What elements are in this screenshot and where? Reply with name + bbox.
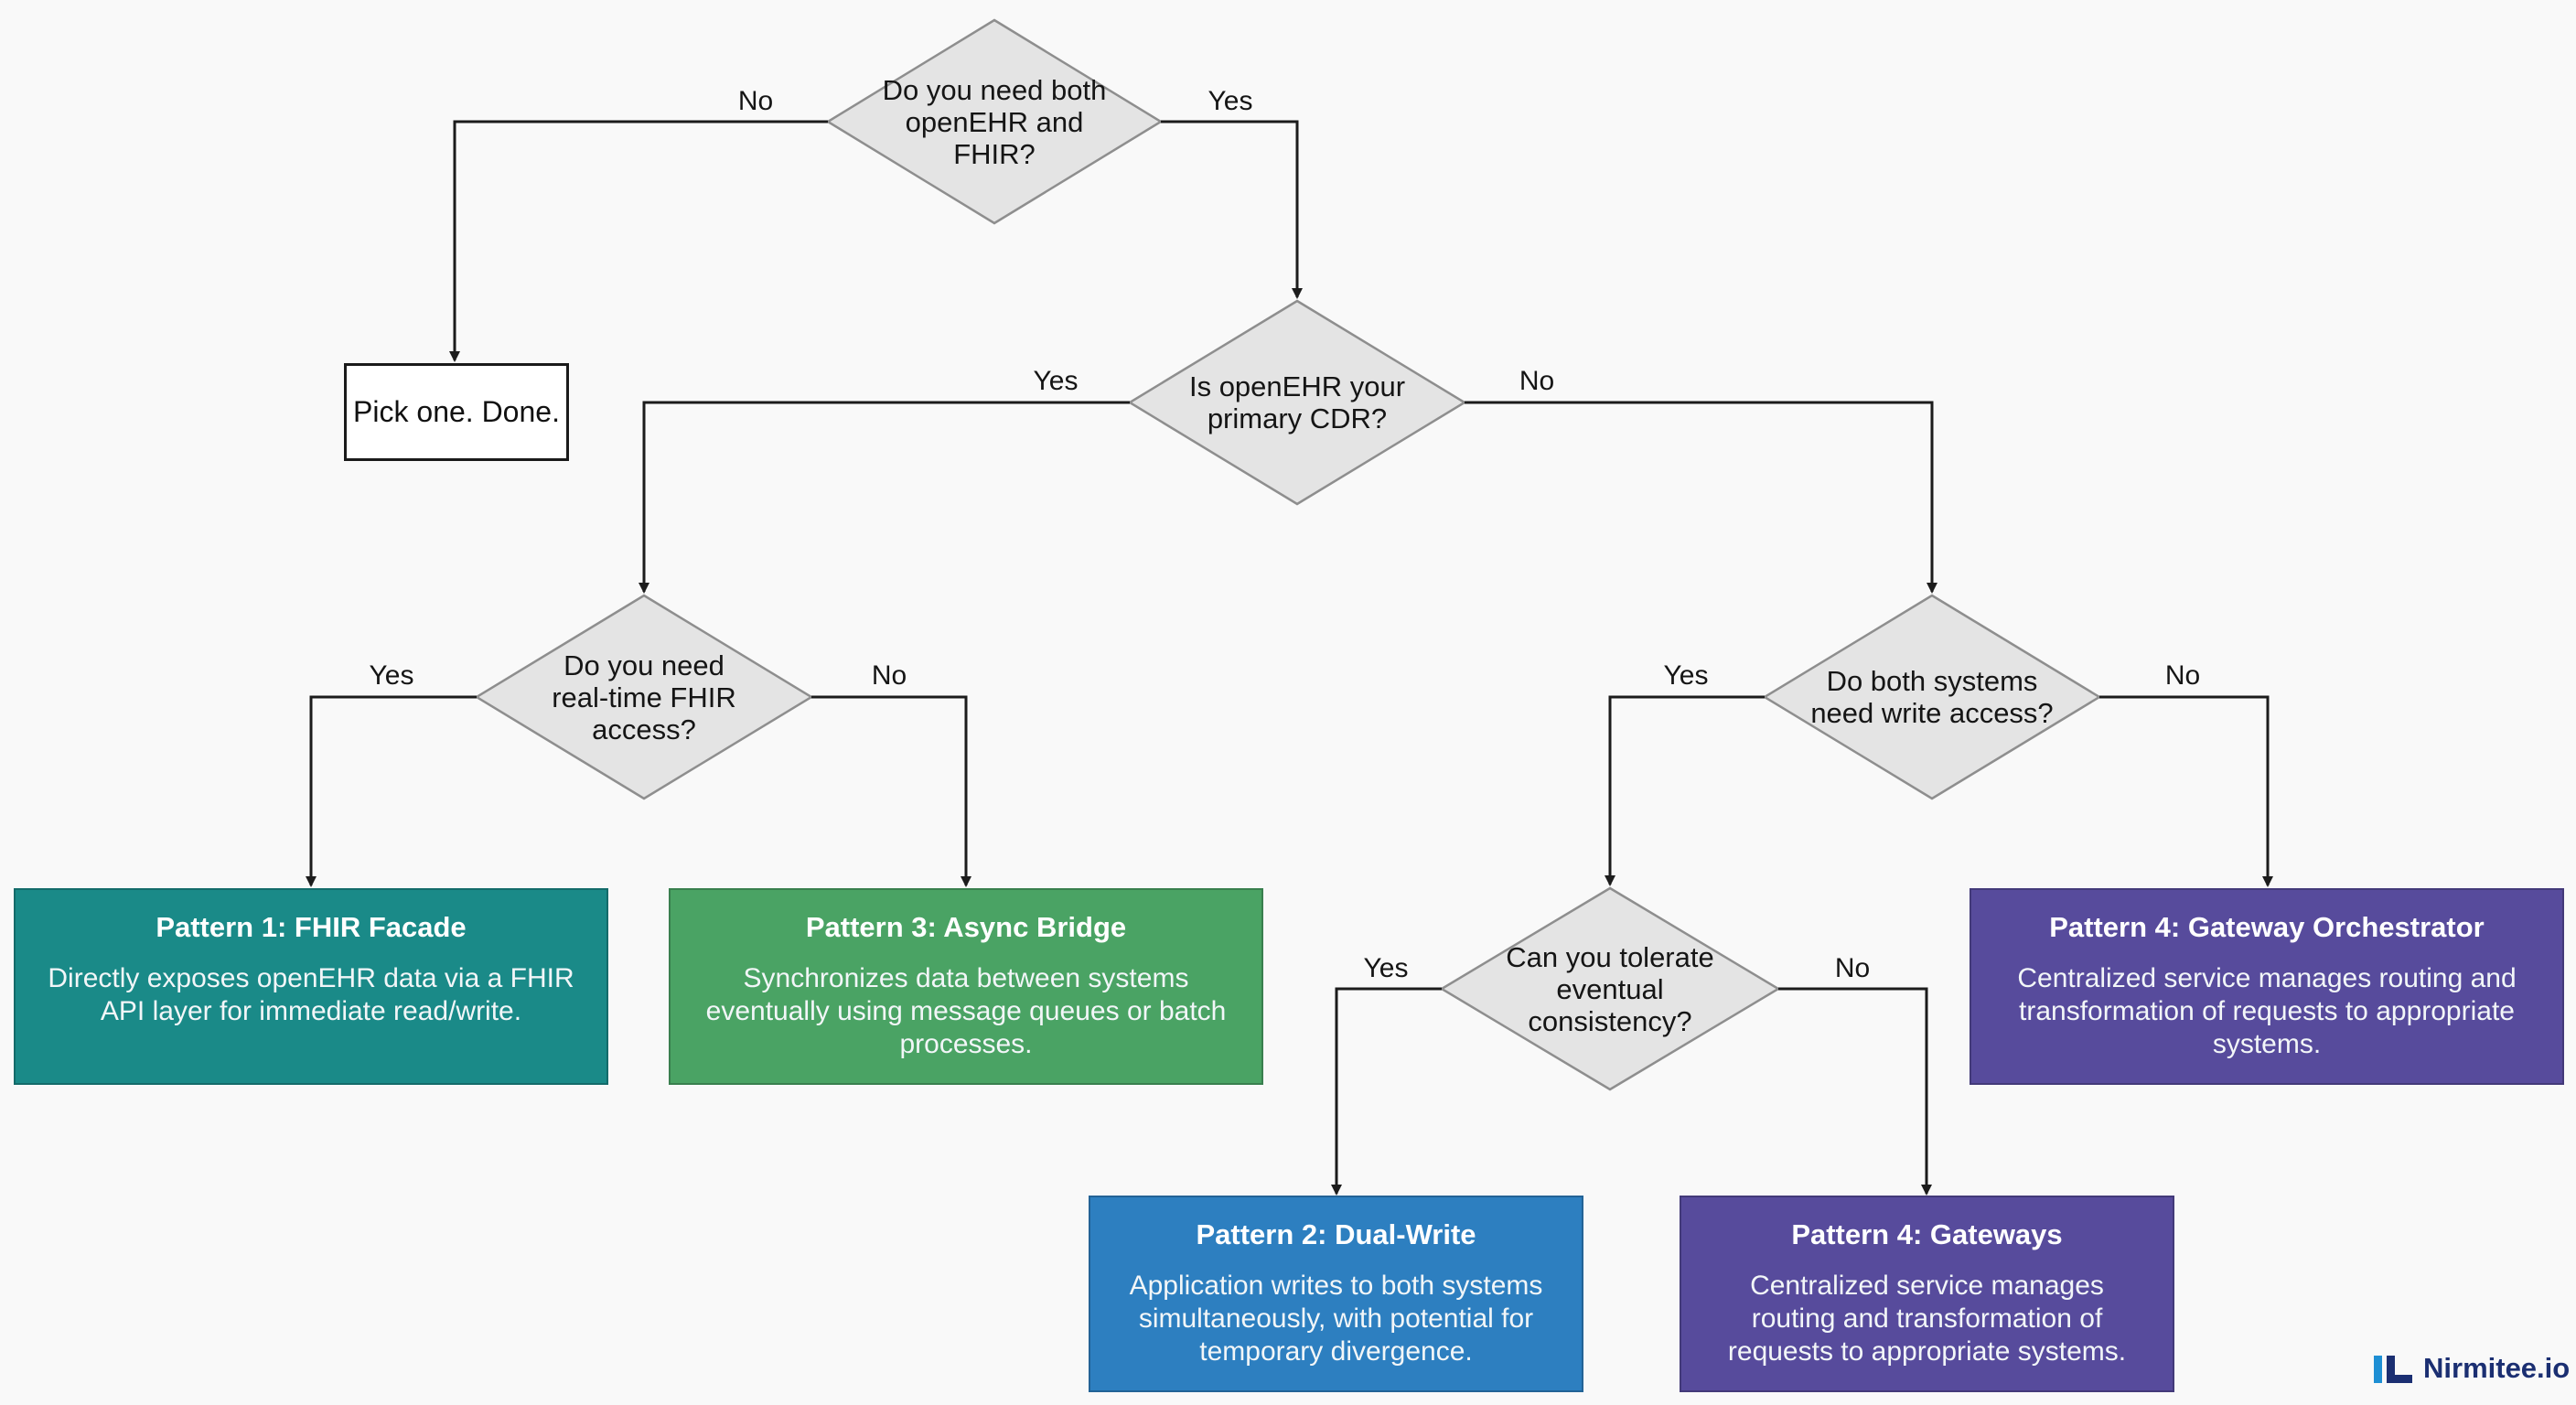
connector-need-both-no (449, 120, 828, 362)
connector-primary-cdr-no (1465, 401, 1937, 594)
edge-label-consistency-yes: Yes (1363, 953, 1409, 983)
connector-realtime-no (811, 695, 971, 887)
pattern-dual-write: Pattern 2: Dual-Write Application writes… (1089, 1196, 1583, 1392)
decision-line: Do you need (564, 649, 724, 681)
decision-line: Is openEHR your (1188, 370, 1406, 402)
decision-primary-cdr-shape (1127, 299, 1467, 506)
decision-realtime-shape (474, 594, 814, 800)
decision-line: real-time FHIR (552, 681, 736, 713)
connector-write-access-no (2099, 695, 2273, 887)
edge-label-need-both-yes: Yes (1208, 86, 1253, 116)
brand-logo: Nirmitee.io (2372, 1352, 2570, 1385)
decision-line: FHIR? (953, 137, 1036, 170)
pattern-title: Pattern 4: Gateways (1791, 1218, 2063, 1250)
pattern-description: Synchronizes data between systems eventu… (705, 963, 1227, 1059)
decision-line: need write access? (1810, 697, 2054, 729)
pattern-fhir-facade: Pattern 1: FHIR Facade Directly exposes … (14, 888, 608, 1085)
decision-line: Can you tolerate (1506, 940, 1714, 973)
edge-label-realtime-no: No (871, 660, 907, 691)
decision-line: eventual (1556, 972, 1664, 1005)
connector-realtime-yes (306, 695, 477, 887)
terminal-label: Pick one. Done. (353, 395, 560, 428)
connector-write-access-yes (1605, 695, 1765, 886)
decision-write-access-shape (1762, 594, 2102, 800)
brand-name: Nirmitee.io (2423, 1352, 2571, 1384)
pattern-description: Centralized service manages routing and … (2017, 963, 2517, 1059)
edge-label-realtime-yes: Yes (369, 660, 414, 691)
edge-label-write-access-yes: Yes (1663, 660, 1709, 691)
decision-line: openEHR and (905, 105, 1084, 138)
edge-label-primary-cdr-yes: Yes (1033, 366, 1079, 396)
pattern-gateway-orchestrator: Pattern 4: Gateway Orchestrator Centrali… (1970, 888, 2564, 1085)
decision-line: Do you need both (882, 73, 1107, 106)
pattern-description: Application writes to both systems simul… (1129, 1271, 1543, 1367)
terminal-pick-one: Pick one. Done. (344, 363, 569, 461)
decision-consistency-shape (1439, 886, 1781, 1091)
pattern-description: Directly exposes openEHR data via a FHIR… (48, 963, 574, 1026)
connector-consistency-yes (1331, 987, 1442, 1196)
decision-line: access? (592, 713, 696, 745)
pattern-async-bridge: Pattern 3: Async Bridge Synchronizes dat… (669, 888, 1263, 1085)
edge-label-write-access-no: No (2164, 660, 2201, 691)
nirmitee-logo-icon (2374, 1356, 2412, 1383)
connector-consistency-no (1778, 987, 1932, 1196)
pattern-title: Pattern 1: FHIR Facade (156, 911, 467, 943)
edge-label-primary-cdr-no: No (1519, 366, 1555, 396)
pattern-title: Pattern 3: Async Bridge (805, 911, 1127, 943)
pattern-description: Centralized service manages routing and … (1727, 1271, 2127, 1367)
connector-primary-cdr-yes (639, 401, 1130, 594)
edge-label-consistency-no: No (1834, 953, 1871, 983)
decision-line: consistency? (1528, 1004, 1692, 1037)
decision-need-both-shape (825, 18, 1164, 225)
edge-label-need-both-no: No (737, 86, 774, 116)
connector-need-both-yes (1161, 120, 1303, 299)
decision-line: primary CDR? (1207, 402, 1388, 434)
pattern-gateways: Pattern 4: Gateways Centralized service … (1680, 1196, 2174, 1392)
decision-line: Do both systems (1826, 665, 2038, 697)
pattern-title: Pattern 4: Gateway Orchestrator (2049, 911, 2485, 943)
pattern-title: Pattern 2: Dual-Write (1196, 1218, 1476, 1250)
